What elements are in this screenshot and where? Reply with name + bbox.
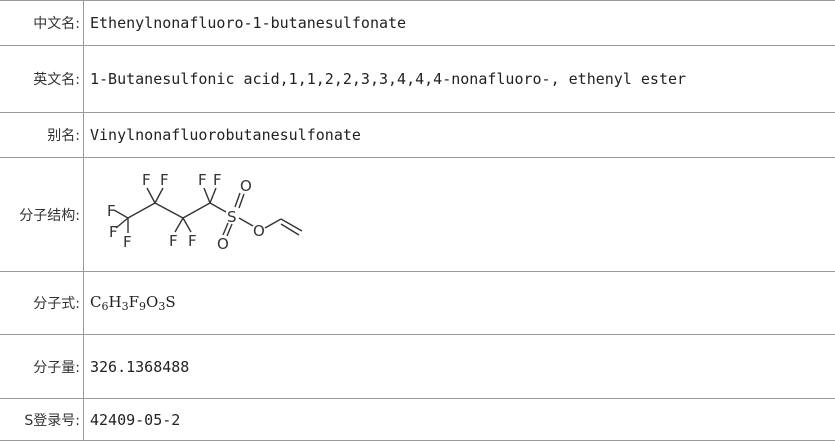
molecular-structure-label: 分子结构: xyxy=(0,157,84,272)
formula-count: 3 xyxy=(121,300,129,313)
english-name-value: 1-Butanesulfonic acid,1,1,2,2,3,3,4,4,4-… xyxy=(83,45,835,113)
atom-s-label: S xyxy=(227,208,237,226)
structure-diagram: F F F F F F F F F S O O O xyxy=(107,171,303,253)
molecular-weight-label: 分子量: xyxy=(0,334,84,399)
row-chinese-name: 中文名: Ethenylnonafluoro-1-butanesulfonate xyxy=(0,0,835,46)
structure-bonds xyxy=(113,187,303,236)
cas-number-label: S登录号: xyxy=(0,398,84,441)
row-molecular-weight: 分子量: 326.1368488 xyxy=(0,334,835,399)
formula-element: C xyxy=(90,293,102,311)
formula-element: H xyxy=(108,293,122,311)
row-english-name: 英文名: 1-Butanesulfonic acid,1,1,2,2,3,3,4… xyxy=(0,45,835,113)
formula-count: 3 xyxy=(158,300,166,313)
formula-element: O xyxy=(146,293,159,311)
atom-f-label: F xyxy=(142,171,151,189)
row-molecular-structure: 分子结构: xyxy=(0,157,835,272)
atom-o-label: O xyxy=(240,177,252,195)
english-name-label: 英文名: xyxy=(0,45,84,113)
molecular-formula-value: C6H3F9O3S xyxy=(83,271,835,335)
row-cas-number: S登录号: 42409-05-2 xyxy=(0,398,835,441)
atom-f-label: F xyxy=(188,232,197,250)
chinese-name-label: 中文名: xyxy=(0,0,84,46)
atom-f-label: F xyxy=(213,171,222,189)
molecular-weight-value: 326.1368488 xyxy=(83,334,835,399)
formula-count: 9 xyxy=(139,300,146,313)
atom-f-label: F xyxy=(160,171,169,189)
alias-value: Vinylnonafluorobutanesulfonate xyxy=(83,112,835,158)
atom-f-label: F xyxy=(169,232,178,250)
atom-f-label: F xyxy=(123,233,132,251)
formula-element: S xyxy=(165,293,176,311)
alias-label: 别名: xyxy=(0,112,84,158)
atom-f-label: F xyxy=(109,223,118,241)
atom-o-label: O xyxy=(217,235,229,253)
formula-element: F xyxy=(128,293,139,311)
chinese-name-value: Ethenylnonafluoro-1-butanesulfonate xyxy=(83,0,835,46)
row-alias: 别名: Vinylnonafluorobutanesulfonate xyxy=(0,112,835,158)
molecular-structure-cell: F F F F F F F F F S O O O xyxy=(83,157,835,272)
row-molecular-formula: 分子式: C6H3F9O3S xyxy=(0,271,835,335)
molecular-formula-label: 分子式: xyxy=(0,271,84,335)
atom-f-label: F xyxy=(107,202,116,220)
atom-o-label: O xyxy=(253,222,265,240)
formula-count: 6 xyxy=(101,300,109,313)
cas-number-value: 42409-05-2 xyxy=(83,398,835,441)
atom-f-label: F xyxy=(198,171,207,189)
